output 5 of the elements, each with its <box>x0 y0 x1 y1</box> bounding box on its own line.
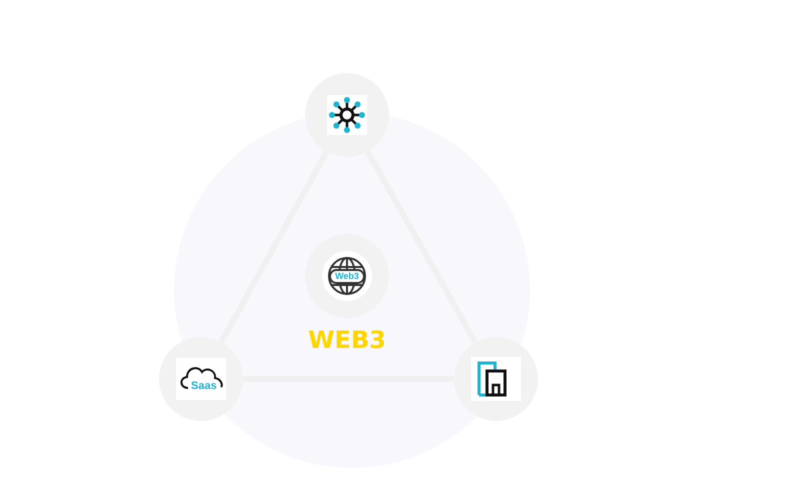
icon-label: Saas <box>191 380 217 392</box>
connector-line <box>218 150 330 344</box>
connector-line <box>365 150 478 344</box>
node-caption: WEB3 <box>308 325 386 356</box>
icon-label: Web3 <box>329 268 365 284</box>
